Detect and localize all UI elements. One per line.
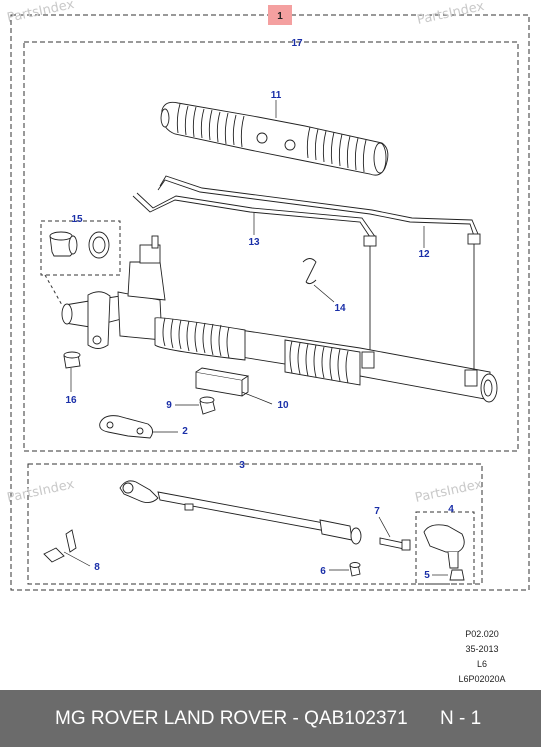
callout-5: 5	[424, 570, 430, 581]
watermark-3: PartsIndex	[6, 477, 76, 506]
callout-3: 3	[239, 460, 245, 471]
callout-15: 15	[71, 214, 83, 225]
watermark-4: PartsIndex	[414, 477, 484, 506]
plate-2	[99, 415, 153, 439]
bolt-8	[43, 529, 77, 563]
frame-4	[415, 511, 475, 585]
bolt-7	[379, 537, 411, 551]
frame-17	[23, 41, 519, 452]
callout-8: 8	[94, 562, 100, 573]
tie-rod-3	[119, 480, 362, 545]
clip-14	[302, 258, 317, 285]
steering-rack-assembly	[61, 235, 498, 403]
callout-6: 6	[320, 566, 326, 577]
callout-14: 14	[334, 303, 346, 314]
seal-kit-15	[49, 231, 110, 259]
nut-9	[199, 396, 216, 415]
callout-2: 2	[182, 426, 188, 437]
watermark-1: PartsIndex	[6, 0, 76, 26]
reference-block: P02.020 35-2013 L6 L6P02020A	[437, 627, 527, 687]
frame-15	[40, 220, 121, 276]
reference-line-4: L6P02020A	[458, 674, 506, 684]
footer-page: N - 1	[440, 707, 482, 729]
reference-line-2: 35-2013	[465, 644, 499, 654]
callout-9: 9	[166, 400, 172, 411]
callout-13: 13	[248, 237, 260, 248]
tie-rod-end-4	[423, 524, 465, 581]
footer-bar: MG ROVER LAND ROVER - QAB102371 N - 1	[0, 690, 541, 747]
frame-3	[27, 463, 483, 585]
reference-line-3: L6	[476, 659, 487, 669]
callout-7: 7	[374, 506, 380, 517]
callout-4: 4	[448, 504, 454, 515]
bolt-6	[349, 562, 361, 577]
callout-12: 12	[418, 249, 430, 260]
watermark-2: PartsIndex	[416, 0, 486, 28]
callout-1: 1	[277, 11, 283, 22]
callout-17: 17	[291, 38, 303, 49]
callout-11: 11	[271, 90, 282, 101]
reference-line-1: P02.020	[465, 629, 499, 639]
callout-10: 10	[277, 400, 289, 411]
callout-16: 16	[65, 395, 77, 406]
steering-rack-diagram: 1 17 3 4 15 11 13	[6, 0, 530, 591]
frame-15-connector	[44, 274, 63, 306]
mount-block-10	[195, 367, 250, 397]
footer-title: MG ROVER LAND ROVER - QAB102371	[55, 707, 408, 729]
bellows-kit-11	[160, 101, 389, 176]
badge-1	[268, 5, 292, 25]
grommet-16	[63, 351, 81, 369]
fluid-pipes	[132, 175, 481, 380]
